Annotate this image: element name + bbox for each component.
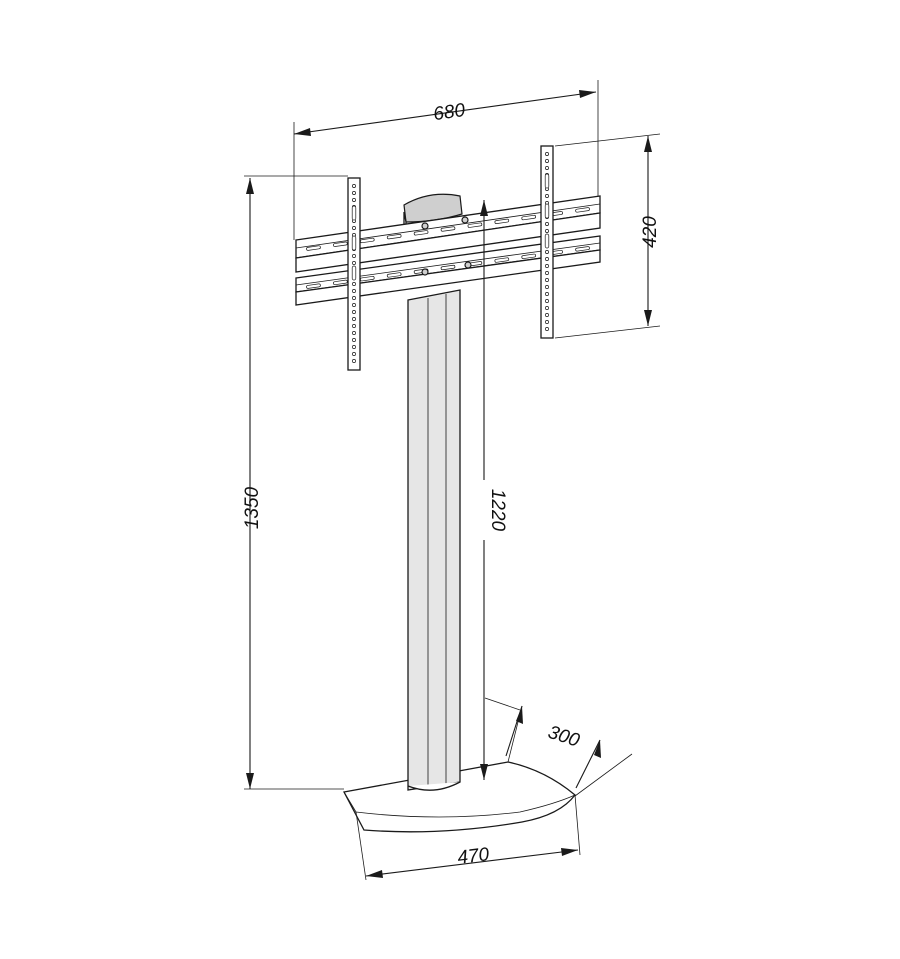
mounting-hole (352, 331, 356, 335)
arm-slot (351, 205, 357, 221)
rail-bolt (421, 268, 429, 276)
mounting-hole (352, 317, 356, 321)
mounting-hole (352, 338, 356, 342)
rail-slot (333, 279, 348, 286)
dimension-column-height: 1220 (472, 200, 521, 780)
mounting-hole (352, 324, 356, 328)
mounting-hole (545, 152, 549, 156)
horizontal-rails (295, 195, 601, 306)
rail-slot (440, 226, 456, 232)
mounting-hole (352, 303, 356, 307)
mounting-hole (545, 194, 549, 198)
dimension-bracket-height: 420 (554, 133, 661, 339)
mounting-hole (545, 264, 549, 268)
dimension-label-1350: 1350 (242, 486, 263, 529)
mounting-hole (545, 257, 549, 261)
mounting-hole (545, 271, 549, 275)
rail-slot (440, 264, 456, 271)
mounting-hole (352, 289, 356, 293)
rail-bolt (421, 222, 429, 230)
mounting-hole (352, 345, 356, 349)
mounting-hole (352, 310, 356, 314)
arm-slot (544, 233, 550, 249)
rail-slot (386, 234, 402, 240)
rail-bolt (461, 216, 469, 224)
dimension-overall-height: 1350 (242, 175, 348, 790)
arm-slot (351, 235, 357, 251)
dimension-label-680: 680 (432, 100, 467, 125)
rail-slot (494, 257, 510, 263)
rail-slot (306, 283, 321, 289)
arm-slot (544, 203, 550, 219)
dimension-label-420: 420 (640, 216, 661, 248)
mounting-hole (545, 306, 549, 310)
rail-bolt (464, 261, 472, 269)
mounting-hole (545, 320, 549, 324)
mounting-hole (352, 359, 356, 363)
rail-slot (494, 218, 510, 224)
rail-slot (521, 214, 537, 221)
rail-slot (575, 207, 590, 213)
base-plate (343, 761, 576, 833)
mounting-hole (545, 159, 549, 163)
rail-slot (413, 230, 429, 236)
mounting-hole (545, 313, 549, 317)
vertical-arm-right (540, 145, 554, 339)
mounting-hole (352, 282, 356, 286)
mounting-hole (352, 226, 356, 230)
arm-slot (544, 173, 550, 189)
rail-slot (575, 246, 590, 252)
mounting-hole (352, 296, 356, 300)
mounting-hole (545, 278, 549, 282)
mounting-hole (545, 327, 549, 331)
rail-slot (386, 272, 402, 278)
rail-slot (467, 222, 483, 228)
mounting-hole (545, 285, 549, 289)
mounting-hole (545, 229, 549, 233)
mounting-hole (352, 191, 356, 195)
mounting-hole (545, 222, 549, 226)
rail-slot (521, 253, 537, 259)
mounting-hole (545, 292, 549, 296)
rail-slot (306, 245, 321, 251)
dimension-width-top: 680 (293, 80, 599, 240)
mounting-hole (352, 261, 356, 265)
vertical-arm-left (347, 177, 361, 371)
mounting-hole (545, 166, 549, 170)
rail-slot (333, 241, 348, 247)
column (407, 289, 461, 791)
dimension-label-470: 470 (456, 844, 490, 869)
mounting-hole (352, 198, 356, 202)
arm-slot (351, 265, 357, 281)
dimension-label-300: 300 (545, 722, 582, 752)
mounting-hole (545, 299, 549, 303)
dimension-label-1220: 1220 (487, 489, 508, 532)
mounting-hole (352, 254, 356, 258)
dimension-base-width: 470 (355, 794, 581, 881)
mounting-hole (352, 352, 356, 356)
mounting-hole (545, 250, 549, 254)
mounting-hole (352, 184, 356, 188)
